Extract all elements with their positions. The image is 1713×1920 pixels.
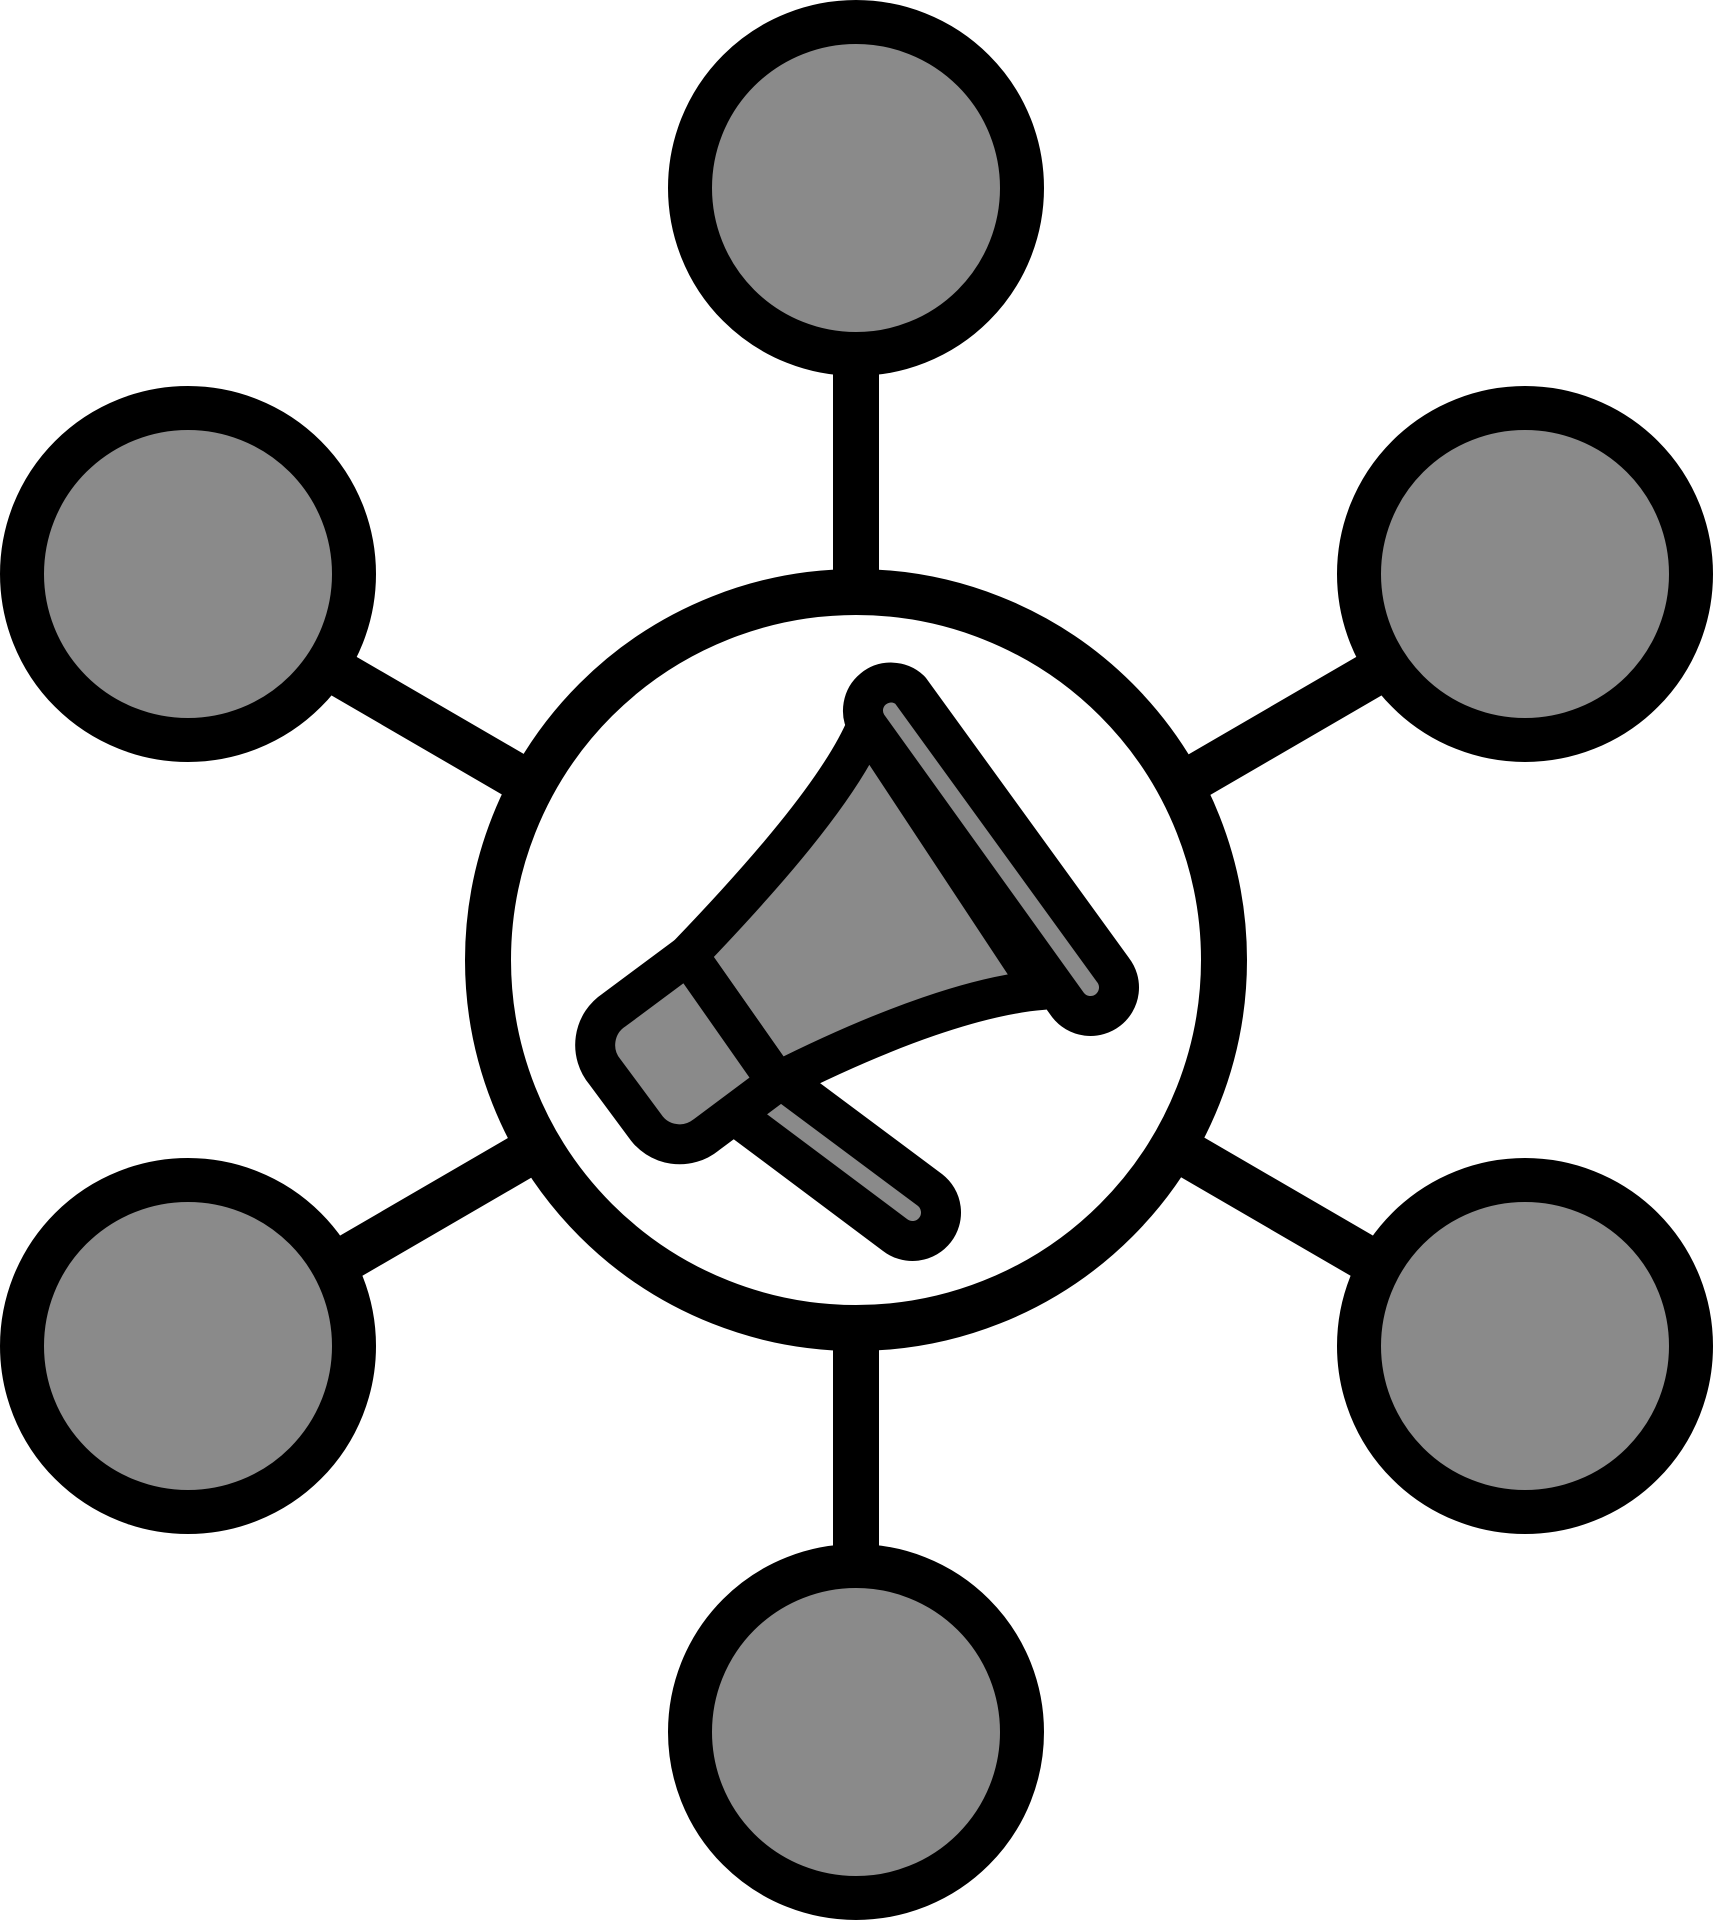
megaphone-icon [575,662,1139,1261]
megaphone-handle [708,1047,961,1261]
megaphone-grip [575,935,797,1165]
connector-upper-left [318,648,552,810]
connector-upper-right [1161,648,1395,810]
node-lower-left [0,1158,376,1534]
connectors [318,355,1395,1565]
node-lower-right [1337,1158,1713,1534]
connector-lower-left [318,1126,552,1288]
node-top [668,0,1044,376]
connector-lower-right [1161,1126,1395,1288]
node-upper-left [0,386,376,762]
node-upper-right [1337,386,1713,762]
node-bottom [668,1544,1044,1920]
megaphone-rim [843,662,1139,1036]
